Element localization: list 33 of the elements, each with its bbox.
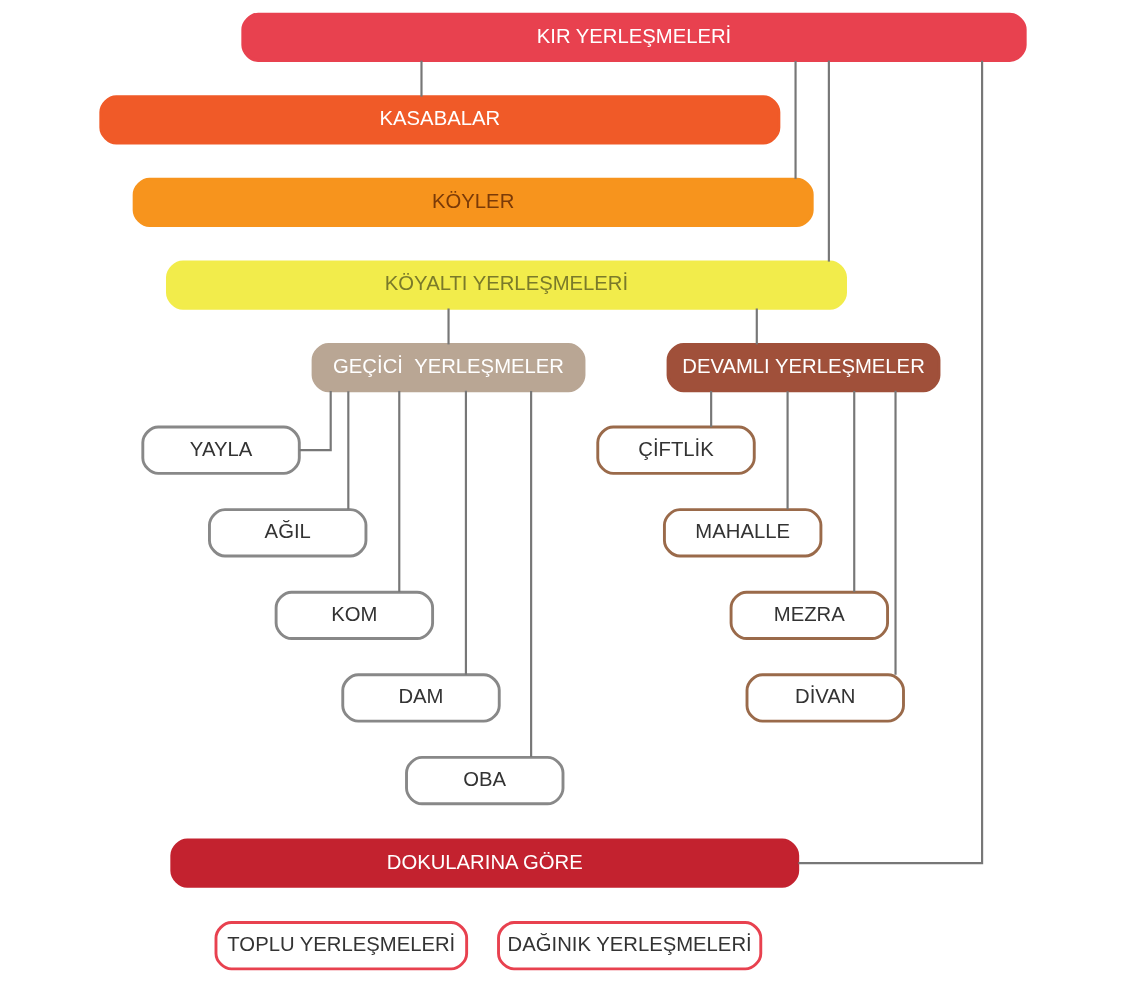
- node-box: KÖYALTI YERLEŞMELERİ: [166, 260, 847, 310]
- node-box: OBA: [405, 755, 565, 806]
- connector: [894, 390, 897, 675]
- node-box: DOKULARINA GÖRE: [170, 838, 800, 888]
- connector: [299, 391, 332, 452]
- connector: [827, 60, 830, 262]
- node-box: YAYLA: [141, 425, 301, 475]
- node-box: MAHALLE: [662, 508, 823, 558]
- connector: [347, 391, 350, 510]
- connector: [398, 390, 401, 592]
- node-box: KÖYLER: [132, 177, 814, 228]
- node-box: KASABALAR: [99, 95, 781, 145]
- connector: [464, 390, 467, 675]
- connector: [447, 308, 450, 345]
- node-box: KOM: [274, 590, 435, 641]
- connector: [794, 60, 797, 179]
- node-box: AĞIL: [208, 508, 368, 558]
- connector: [755, 308, 758, 345]
- connector: [798, 60, 984, 865]
- node-box: DAM: [341, 673, 501, 723]
- node-box: ÇİFTLİK: [596, 425, 756, 475]
- node-box: DEVAMLI YERLEŞMELER: [666, 343, 941, 393]
- node-box: DİVAN: [745, 673, 905, 723]
- connector: [710, 391, 713, 427]
- node-box: TOPLU YERLEŞMELERİ: [214, 921, 469, 971]
- connector: [786, 391, 789, 510]
- connector: [853, 390, 856, 592]
- node-box: GEÇİCİ YERLEŞMELER: [311, 343, 586, 393]
- node-box: MEZRA: [729, 590, 889, 641]
- connector: [530, 391, 533, 757]
- node-box: DAĞINIK YERLEŞMELERİ: [497, 921, 763, 971]
- connector: [420, 60, 423, 97]
- node-box: KIR YERLEŞMELERİ: [241, 12, 1027, 62]
